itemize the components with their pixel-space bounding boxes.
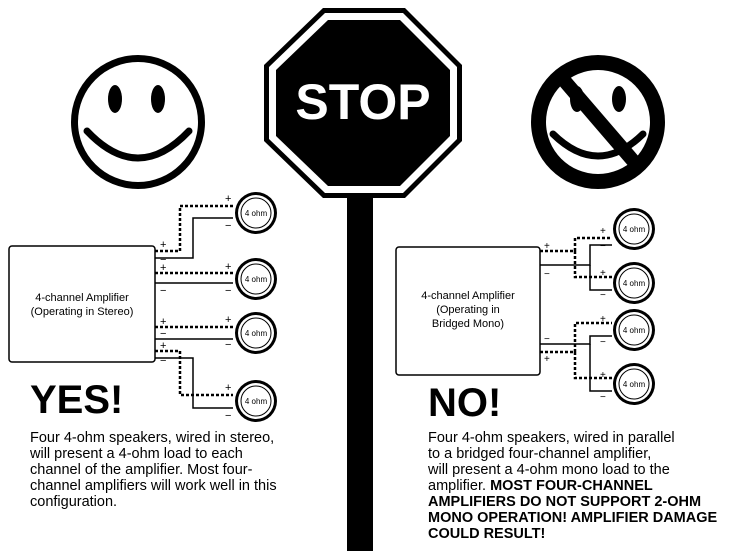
minus-mark: − [225,339,231,351]
left-caption-line: configuration. [30,494,118,510]
stop-text: STOP [295,74,430,130]
right-caption-warning-line: AMPLIFIERS DO NOT SUPPORT 2-OHM [428,494,736,510]
minus-mark: − [160,355,166,367]
speaker-label: 4 ohm [245,275,268,284]
left-amp-label-2: (Operating in Stereo) [31,306,134,318]
speaker-label: 4 ohm [245,397,268,406]
right-speaker-1: 4 ohm [613,208,655,250]
minus-mark: − [600,392,606,403]
left-caption-line: Four 4-ohm speakers, wired in stereo, [30,430,275,446]
plus-mark: + [160,262,166,274]
plus-mark: + [225,193,231,205]
left-caption-line: will present a 4-ohm load to each [30,446,243,462]
minus-mark: − [600,290,606,301]
left-caption-line: channel of the amplifier. Most four- [30,462,253,478]
right-caption-warning-line: COULD RESULT! [428,526,736,542]
right-amp-label-1: 4-channel Amplifier [421,290,515,302]
left-amp-label-1: 4-channel Amplifier [35,292,129,304]
left-polarity-marks: + − + − + − + − + − + − + − + − [160,193,231,422]
minus-mark: − [160,328,166,340]
plus-mark: + [600,314,606,325]
right-caption-line: will present a 4-ohm mono load to the [428,462,670,478]
no-heading: NO! [428,381,501,425]
minus-mark: − [544,334,550,345]
speaker-label: 4 ohm [245,209,268,218]
plus-mark: + [225,382,231,394]
minus-mark: − [225,410,231,422]
right-caption: Four 4-ohm speakers, wired in parallel t… [428,430,736,542]
right-caption-warning: MOST FOUR-CHANNEL [490,478,653,494]
plus-mark: + [160,340,166,352]
right-caption-warning-line: MONO OPERATION! AMPLIFIER DAMAGE [428,510,736,526]
minus-mark: − [600,337,606,348]
left-speaker-2: 4 ohm [235,258,277,300]
stop-sign: STOP [264,8,462,198]
speaker-label: 4 ohm [245,329,268,338]
minus-mark: − [160,285,166,297]
right-speaker-4: 4 ohm [613,363,655,405]
plus-mark: + [600,226,606,237]
speaker-label: 4 ohm [623,326,646,335]
plus-mark: + [600,268,606,279]
plus-mark: + [544,241,550,252]
minus-mark: − [160,254,166,266]
speaker-label: 4 ohm [623,225,646,234]
right-caption-plain: amplifier. [428,478,491,494]
minus-mark: − [225,285,231,297]
right-caption-line-mixed: amplifier. MOST FOUR-CHANNEL [428,478,736,494]
right-caption-line: to a bridged four-channel amplifier, [428,446,652,462]
right-caption-line: Four 4-ohm speakers, wired in parallel [428,430,675,446]
sign-pole [347,190,373,551]
minus-mark: − [225,220,231,232]
right-caption-warning: AMPLIFIERS DO NOT SUPPORT 2-OHM [428,494,702,510]
speaker-label: 4 ohm [623,380,646,389]
left-speaker-4: 4 ohm [235,380,277,422]
smiley-icon [71,55,205,189]
yes-heading: YES! [30,378,123,422]
plus-mark: + [160,239,166,251]
no-smiley-icon [531,55,665,189]
right-speaker-2: 4 ohm [613,262,655,304]
right-amp-label-3: Bridged Mono) [432,318,504,330]
left-speaker-1: 4 ohm [235,192,277,234]
plus-mark: + [544,354,550,365]
minus-mark: − [544,269,550,280]
left-caption-line: channel amplifiers will work well in thi… [30,478,277,494]
right-caption-warning: COULD RESULT! [428,526,546,542]
right-amplifier: 4-channel Amplifier (Operating in Bridge… [395,246,541,376]
right-polarity-marks: + − + − + − + − + − − + [544,226,606,403]
speaker-label: 4 ohm [623,279,646,288]
plus-mark: + [160,316,166,328]
plus-mark: + [225,314,231,326]
left-speaker-3: 4 ohm [235,312,277,354]
right-wiring [540,236,612,392]
minus-mark: − [600,241,606,252]
left-caption: Four 4-ohm speakers, wired in stereo, wi… [30,430,330,510]
left-wiring [155,204,233,409]
plus-mark: + [225,261,231,273]
right-amp-label-2: (Operating in [436,304,500,316]
left-amplifier: 4-channel Amplifier (Operating in Stereo… [8,245,156,363]
right-caption-warning: MONO OPERATION! AMPLIFIER DAMAGE [428,510,718,526]
right-speaker-3: 4 ohm [613,309,655,351]
plus-mark: + [600,370,606,381]
